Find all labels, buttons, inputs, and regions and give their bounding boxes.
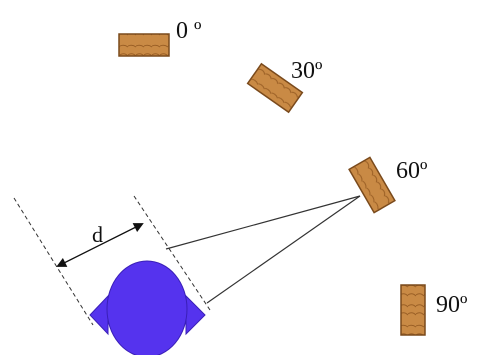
head-icon [106,260,188,355]
wood-block-90 [400,284,426,336]
block-30 [246,62,304,114]
distance-label: d [92,222,103,247]
angle-label-0: 0 º [176,18,202,44]
dashed-plane-left [13,197,94,326]
sight-line-upper [165,195,361,250]
block-90 [400,284,426,336]
block-0 [118,33,170,57]
wood-block-0 [118,33,170,57]
block-60 [348,156,396,214]
left-ear-icon [89,294,109,336]
distance-arrow [56,223,144,267]
angle-label-30: 30º [291,58,323,84]
dashed-plane-right [133,195,211,311]
listener-head [89,260,206,355]
wood-block-60 [348,156,396,214]
right-ear-icon [185,294,206,336]
wood-block-30 [246,62,304,114]
sight-line-lower [206,195,361,304]
angle-label-90: 90º [436,292,468,318]
angle-label-60: 60º [396,158,428,184]
